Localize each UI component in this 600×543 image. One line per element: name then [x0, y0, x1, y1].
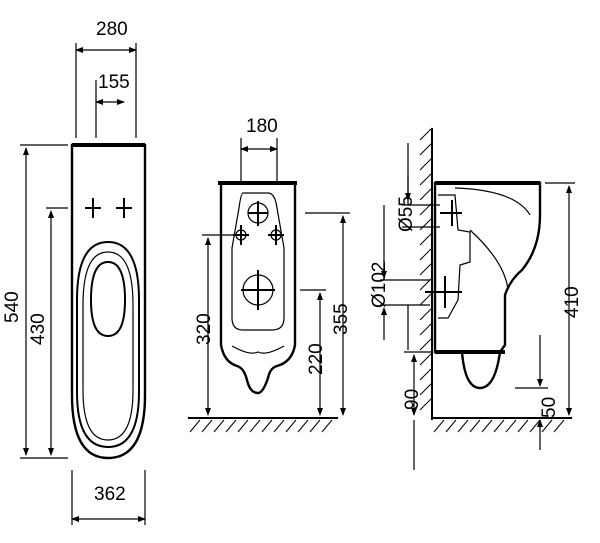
dim-155-label: 155 [98, 72, 130, 93]
front-view [20, 43, 147, 525]
dim-220-label: 220 [306, 343, 327, 375]
back-plate [231, 192, 285, 331]
seat-outer-oval [76, 240, 140, 449]
pan-profile [433, 181, 542, 390]
bowl-opening [89, 260, 127, 338]
dim-102-label: Ø102 [369, 262, 390, 308]
bolt-left [233, 225, 249, 245]
dim-90-label: 90 [402, 389, 423, 410]
dim-355-label: 355 [331, 303, 352, 335]
dim-540-label: 540 [2, 291, 23, 323]
dim-55-label: Ø55 [396, 196, 417, 232]
dim-320-label: 320 [194, 313, 215, 345]
fixing-hole-left [85, 198, 101, 218]
elevation-view [188, 138, 350, 433]
dim-430-label: 430 [28, 313, 49, 345]
dim-410-label: 410 [562, 286, 583, 318]
dim-180-label: 180 [246, 116, 278, 137]
bolt-right [268, 225, 284, 245]
bowl-outline [70, 143, 147, 460]
dim-50-label: 50 [539, 397, 560, 418]
dim-362-label: 362 [94, 484, 126, 505]
profile-view [380, 127, 575, 470]
dim-280-label: 280 [96, 19, 128, 40]
fixing-hole-right [116, 198, 132, 218]
wall-hatch [419, 127, 433, 411]
